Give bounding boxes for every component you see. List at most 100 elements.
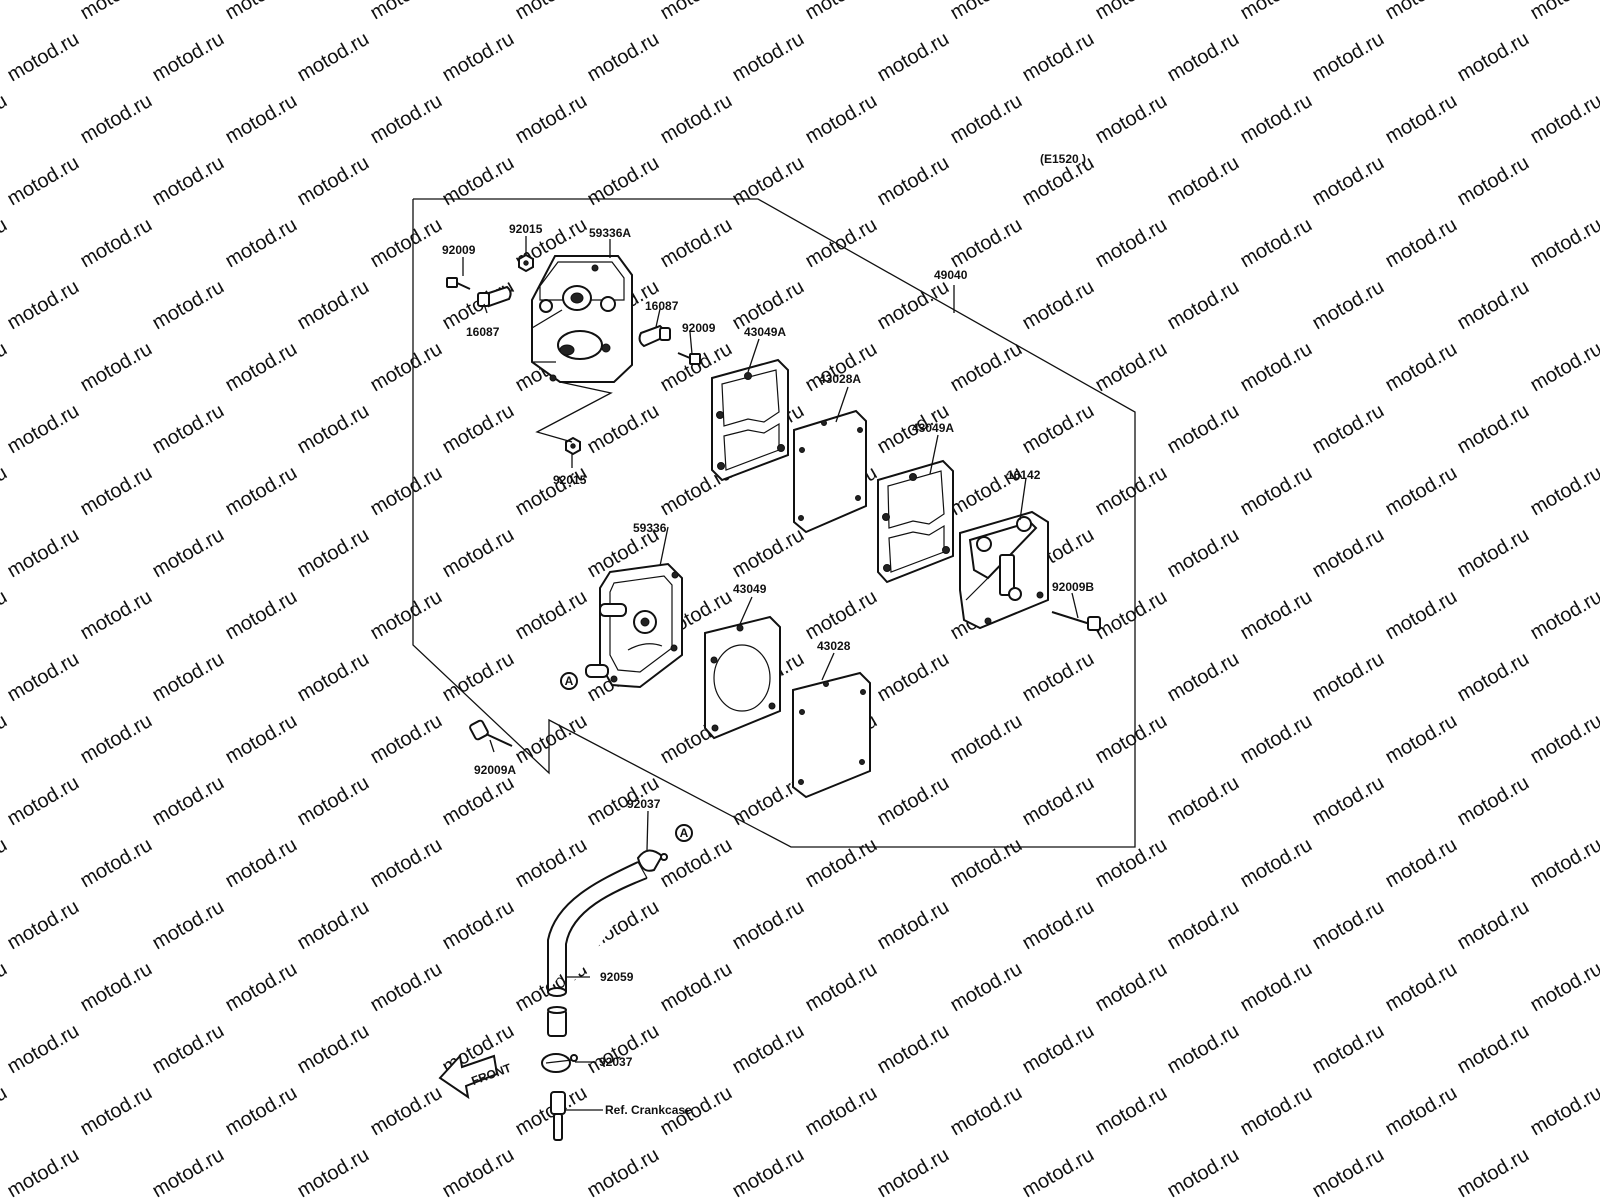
watermark-text: motod.ru (222, 90, 301, 149)
watermark-text: motod.ru (294, 896, 373, 955)
watermark-text: motod.ru (1309, 1020, 1388, 1079)
watermark-text: motod.ru (1164, 524, 1243, 583)
watermark-text: motod.ru (1382, 958, 1461, 1017)
watermark-text: motod.ru (1019, 1144, 1098, 1200)
watermark-text: motod.ru (149, 648, 228, 707)
watermark-text: motod.ru (1527, 586, 1600, 645)
watermark-text: motod.ru (802, 958, 881, 1017)
watermark-text: motod.ru (1527, 1082, 1600, 1141)
watermark-text: motod.ru (439, 772, 518, 831)
watermark-text: motod.ru (439, 152, 518, 211)
watermark-text: motod.ru (4, 1020, 83, 1079)
watermark-text: motod.ru (1527, 0, 1600, 24)
watermark-text: motod.ru (4, 896, 83, 955)
callout-43049A-upper-left: 43049A (744, 325, 786, 339)
bolt-92009B (1051, 611, 1101, 631)
watermark-text: motod.ru (1164, 772, 1243, 831)
watermark-text: motod.ru (1164, 896, 1243, 955)
watermark-text: motod.ru (4, 772, 83, 831)
watermark-text: motod.ru (4, 152, 83, 211)
watermark-text: motod.ru (77, 214, 156, 273)
watermark-text: motod.ru (367, 958, 446, 1017)
watermark-text: motod.ru (657, 214, 736, 273)
watermark-text: motod.ru (657, 0, 736, 24)
watermark-text: motod.ru (77, 834, 156, 893)
watermark-text: motod.ru (77, 338, 156, 397)
watermark-text: motod.ru (1092, 338, 1171, 397)
watermark-text: motod.ru (1092, 710, 1171, 769)
fitting-16087-left (477, 285, 512, 308)
pump-body-upper (531, 255, 633, 383)
watermark-text: motod.ru (512, 0, 591, 24)
watermark-text: motod.ru (802, 586, 881, 645)
watermark-text: motod.ru (947, 214, 1026, 273)
watermark-text: motod.ru (657, 958, 736, 1017)
hose-92059 (547, 861, 648, 997)
watermark-text: motod.ru (367, 0, 446, 24)
callout-43049A-upper-right: 43049A (912, 421, 954, 435)
watermark-text: motod.ru (222, 462, 301, 521)
watermark-text: motod.ru (1382, 90, 1461, 149)
watermark-text: motod.ru (1527, 834, 1600, 893)
watermark-text: motod.ru (512, 710, 591, 769)
watermark-text: motod.ru (947, 0, 1026, 24)
watermark-text: motod.ru (947, 958, 1026, 1017)
callout-59336A: 59336A (589, 226, 631, 240)
watermark-text: motod.ru (0, 710, 11, 769)
bolt-92009-right (677, 352, 701, 365)
watermark-text: motod.ru (1092, 834, 1171, 893)
watermark-text: motod.ru (0, 0, 11, 24)
watermark-text: motod.ru (1382, 586, 1461, 645)
watermark-text: motod.ru (584, 1020, 663, 1079)
leader-lines (462, 236, 1079, 1111)
watermark-text: motod.ru (149, 524, 228, 583)
callout-92037-lower: 92037 (599, 1055, 633, 1069)
watermark-text: motod.ru (4, 28, 83, 87)
watermark-text: motod.ru (0, 90, 11, 149)
watermark-text: motod.ru (729, 524, 808, 583)
watermark-text: motod.ru (1454, 152, 1533, 211)
watermark-text: motod.ru (1237, 958, 1316, 1017)
watermark-text: motod.ru (1454, 276, 1533, 335)
watermark-text: motod.ru (1164, 276, 1243, 335)
watermark-text: motod.ru (367, 90, 446, 149)
pump-body-lower (585, 562, 683, 689)
watermark-text: motod.ru (1237, 462, 1316, 521)
watermark-text: motod.ru (367, 338, 446, 397)
watermark-text: motod.ru (729, 152, 808, 211)
callout-16087-left: 16087 (466, 325, 500, 339)
watermark-text: motod.ru (512, 834, 591, 893)
watermark-text: motod.ru (294, 648, 373, 707)
watermark-text: motod.ru (77, 586, 156, 645)
watermark-text: motod.ru (149, 276, 228, 335)
watermark-text: motod.ru (222, 958, 301, 1017)
connection-marker-a-clamp-label: A (680, 826, 689, 840)
callout-49040: 49040 (934, 268, 968, 282)
watermark-text: motod.ru (294, 28, 373, 87)
watermark-text: motod.ru (0, 214, 11, 273)
nut-92015-top (518, 253, 534, 273)
callout-92009-top-left: 92009 (442, 243, 476, 257)
kit-boundary (412, 198, 1136, 848)
watermark-text: motod.ru (947, 834, 1026, 893)
nut-92015-bottom (565, 436, 581, 456)
watermark-text: motod.ru (802, 0, 881, 24)
watermark-text: motod.ru (439, 400, 518, 459)
watermark-text: motod.ru (439, 648, 518, 707)
callout-92009B: 92009B (1052, 580, 1094, 594)
watermark-text: motod.ru (222, 0, 301, 24)
watermark-text: motod.ru (77, 1082, 156, 1141)
watermark-text: motod.ru (1527, 214, 1600, 273)
watermark-text: motod.ru (1527, 462, 1600, 521)
watermark-text: motod.ru (1382, 834, 1461, 893)
bolt-92009-top-left (446, 277, 471, 290)
diaphragm-43028A-upper (793, 409, 867, 534)
watermark-text: motod.ru (0, 338, 11, 397)
watermark-text: motod.ru (1237, 214, 1316, 273)
watermark-text: motod.ru (222, 1082, 301, 1141)
watermark-text: motod.ru (439, 896, 518, 955)
watermark-text: motod.ru (1382, 0, 1461, 24)
watermark-text: motod.ru (1092, 90, 1171, 149)
